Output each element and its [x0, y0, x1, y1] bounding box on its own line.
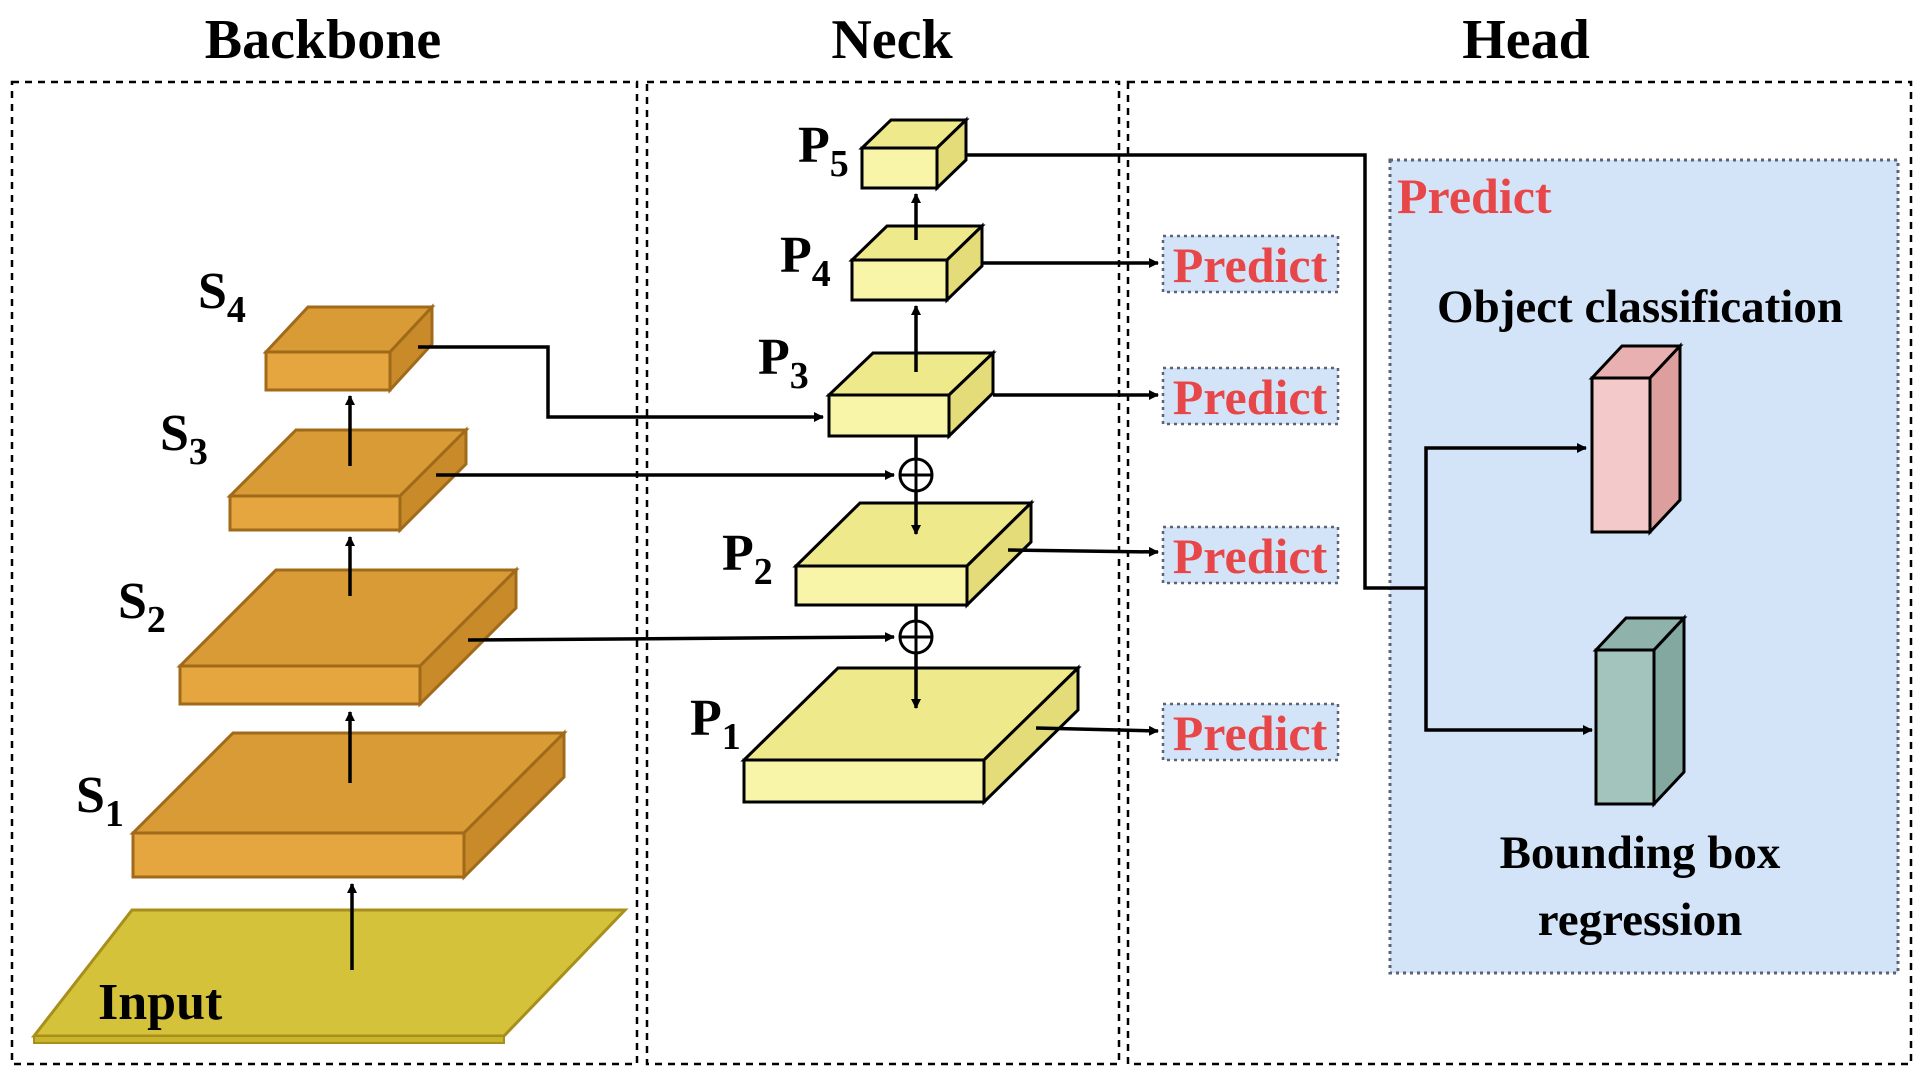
s4-label: S4 — [198, 263, 246, 331]
p3-label: P3 — [758, 329, 809, 397]
p1-label: P1 — [690, 690, 741, 758]
p5-label: P5 — [798, 117, 849, 185]
backbone-block-s2 — [180, 570, 516, 704]
classification-label: Object classification — [1437, 281, 1843, 333]
p4-label: P4 — [780, 227, 831, 295]
p2-label: P2 — [722, 525, 773, 593]
neck-block-p5 — [862, 120, 966, 188]
s2-label: S2 — [118, 573, 166, 641]
arrow-p2-predict — [1008, 550, 1158, 552]
s1-label: S1 — [76, 767, 124, 835]
backbone-block-s4 — [266, 307, 432, 390]
predict-box-p4: Predict — [1163, 236, 1338, 293]
backbone-title: Backbone — [205, 9, 442, 71]
fusion-add-lower — [900, 621, 932, 653]
neck-title: Neck — [831, 9, 953, 71]
s3-label: S3 — [160, 405, 208, 473]
predict-box-p1: Predict — [1163, 704, 1338, 761]
neck-block-p1 — [744, 668, 1078, 802]
svg-text:Predict: Predict — [1173, 528, 1328, 584]
regression-block — [1596, 618, 1684, 804]
predict-box-p3: Predict — [1163, 368, 1338, 425]
link-s2-fusion — [468, 637, 894, 640]
svg-text:Predict: Predict — [1173, 369, 1328, 425]
svg-text:Predict: Predict — [1173, 237, 1328, 293]
fusion-add-upper — [900, 459, 932, 491]
regression-label-line1: Bounding box — [1500, 827, 1781, 879]
input-label: Input — [98, 974, 223, 1031]
regression-label-line2: regression — [1538, 894, 1743, 946]
head-title: Head — [1462, 9, 1590, 71]
predict-box-p2: Predict — [1163, 527, 1338, 584]
head-panel-title: Predict — [1397, 168, 1552, 224]
neck-block-p2 — [796, 503, 1031, 605]
backbone-block-s3 — [230, 430, 466, 530]
neck-block-p3 — [829, 353, 993, 436]
classification-block — [1592, 346, 1680, 532]
svg-text:Predict: Predict — [1173, 705, 1328, 761]
